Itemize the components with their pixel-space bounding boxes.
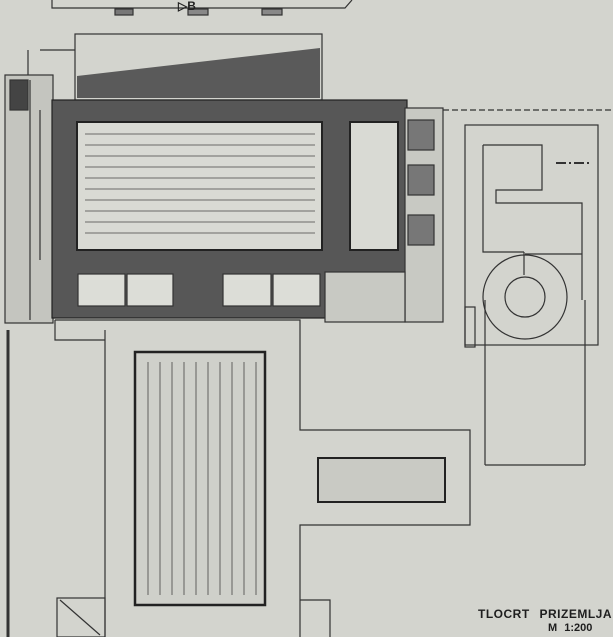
room	[272, 273, 321, 307]
entrance-block	[56, 597, 106, 637]
tribune-seating	[77, 48, 320, 98]
round-pool	[504, 276, 546, 318]
top-strip	[51, 0, 353, 9]
top-block	[114, 8, 134, 16]
room	[126, 273, 174, 307]
room	[77, 273, 126, 307]
outdoor-pool	[133, 350, 267, 607]
outdoor-terrace	[54, 319, 471, 637]
wading-pool	[317, 457, 446, 503]
indoor-pool	[76, 121, 323, 251]
left-wing	[4, 74, 54, 324]
sunbathing-area	[464, 124, 599, 346]
drawing-scale: M 1:200	[548, 622, 593, 634]
drawing-title: TLOCRT PRIZEMLJA	[478, 607, 612, 621]
diving-pool	[349, 121, 399, 251]
room	[222, 273, 272, 307]
circular-terrace	[482, 254, 568, 340]
outdoor-pool-lanes	[147, 362, 257, 595]
terrace-outline	[482, 144, 583, 300]
indoor-pool-lanes	[85, 133, 315, 234]
section-marker: ▷B	[178, 0, 196, 13]
